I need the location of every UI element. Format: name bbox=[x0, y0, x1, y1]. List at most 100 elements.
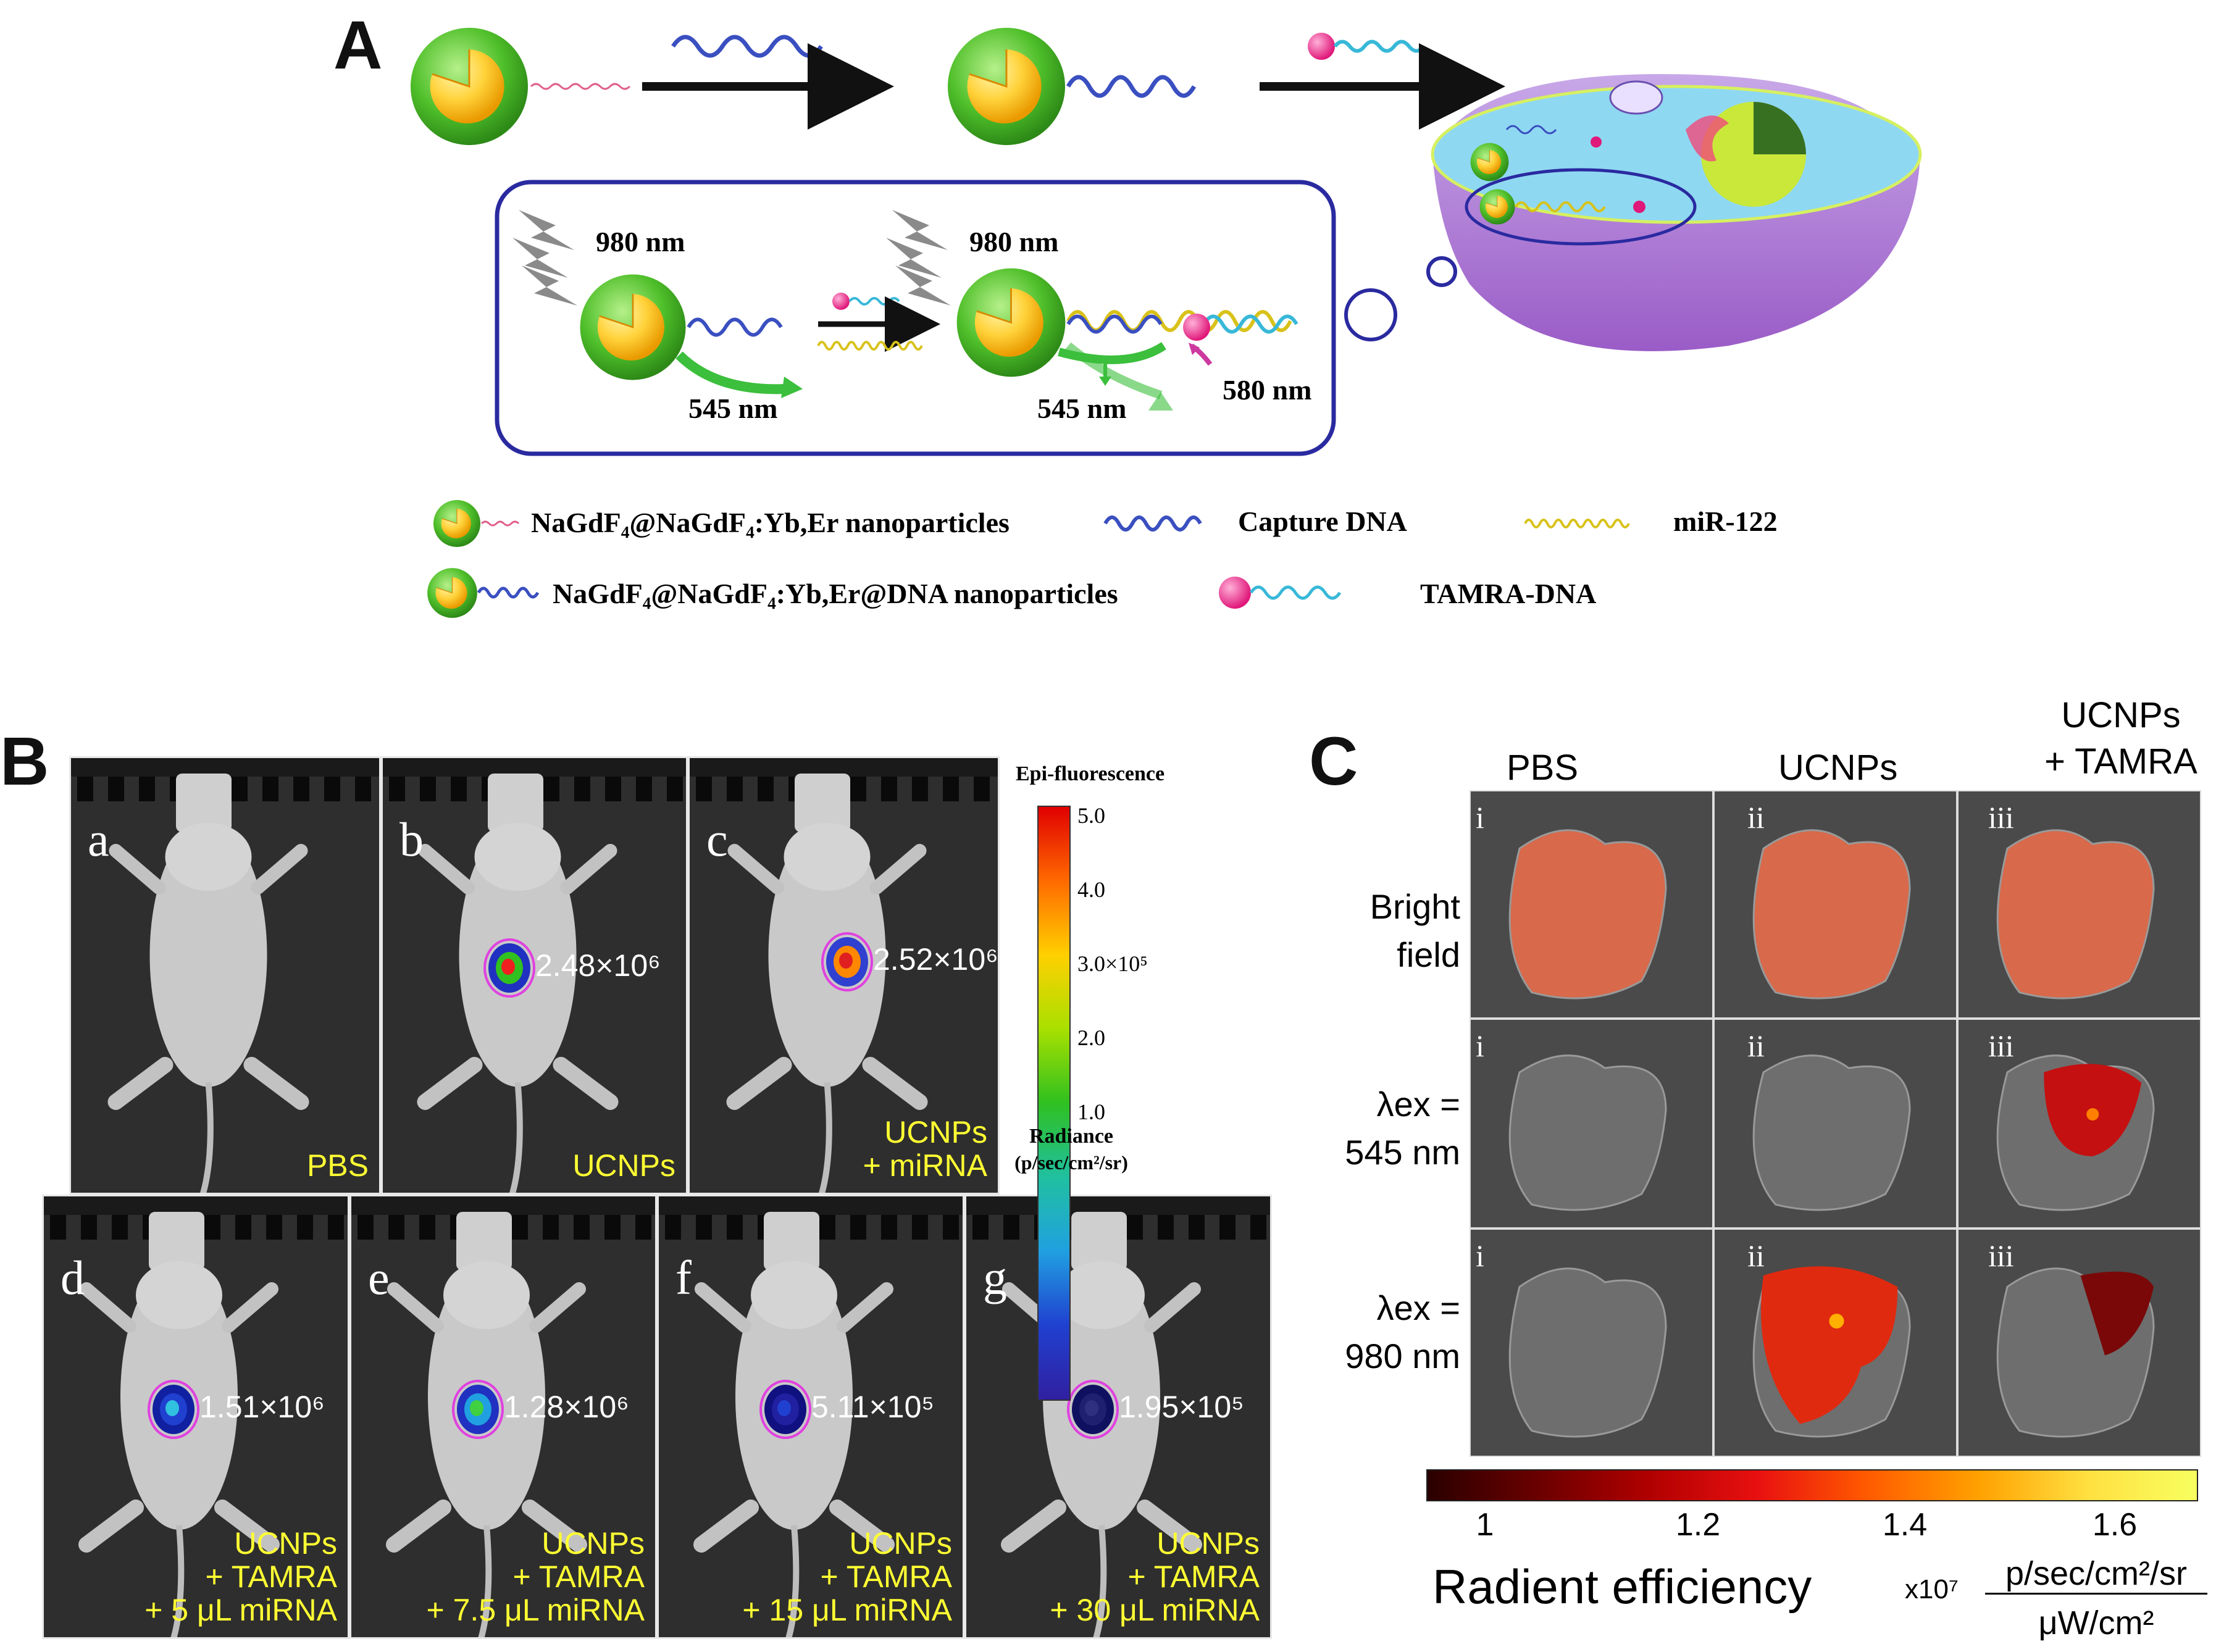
legend-tamra-dna: TAMRA-DNA bbox=[1420, 578, 1597, 609]
mouse-caption-b: UCNPs bbox=[429, 1149, 675, 1182]
b-colorbar-tick: 2.0 bbox=[1077, 1025, 1105, 1050]
c-row-label-2: λex =980 nm bbox=[1290, 1284, 1460, 1380]
mouse-body-b bbox=[383, 758, 686, 1193]
inset-em-label-1: 545 nm bbox=[688, 393, 778, 424]
mouse-caption-line: + TAMRA bbox=[820, 1559, 952, 1594]
mouse-caption-e: UCNPs+ TAMRA+ 7.5 μL miRNA bbox=[398, 1527, 645, 1627]
roi-value-e: 1.28×10⁶ bbox=[504, 1390, 629, 1424]
b-colorbar-unit-2: (p/sec/cm²/sr) bbox=[1014, 1151, 1128, 1174]
roi-value-f: 5.11×10⁵ bbox=[811, 1390, 935, 1424]
c-colorbar-tick: 1.2 bbox=[1675, 1507, 1721, 1543]
c-colorbar-tick: 1.4 bbox=[1882, 1507, 1928, 1543]
b-colorbar bbox=[1037, 806, 1071, 1401]
mouse-image-d bbox=[42, 1195, 349, 1639]
c-colorbar-multiplier: x10⁷ bbox=[1905, 1574, 1959, 1604]
mouse-caption-line: + 5 μL miRNA bbox=[144, 1593, 337, 1627]
mouse-label-e: e bbox=[368, 1251, 390, 1304]
organ-tile-r1-c0 bbox=[1470, 1019, 1713, 1229]
roi-value-c: 2.52×10⁶ bbox=[873, 942, 998, 977]
mouse-body-g bbox=[966, 1196, 1270, 1637]
mouse-caption-a: PBS bbox=[122, 1149, 369, 1182]
c-colorbar-tick: 1.6 bbox=[2092, 1507, 2138, 1543]
c-colorbar-label: Radient efficiency bbox=[1432, 1559, 1812, 1614]
organ-tile-index: i bbox=[1476, 800, 1484, 835]
organ-tile-index: i bbox=[1476, 1238, 1484, 1273]
mouse-caption-line: UCNPs bbox=[1156, 1526, 1260, 1561]
mouse-label-a: a bbox=[88, 812, 109, 866]
organ-tile-r1-c1 bbox=[1713, 1019, 1957, 1229]
organ-tile-index: iii bbox=[1988, 1238, 2014, 1273]
cell-illustration bbox=[1431, 74, 1922, 351]
mouse-caption-line: UCNPs bbox=[541, 1526, 645, 1561]
legend-capture-dna: Capture DNA bbox=[1238, 506, 1407, 537]
inset-em-label-2: 545 nm bbox=[1037, 393, 1127, 424]
inset-ex-label-1: 980 nm bbox=[596, 226, 685, 257]
mouse-caption-line: PBS bbox=[306, 1148, 369, 1183]
c-row-label-line: field bbox=[1397, 935, 1460, 974]
mouse-caption-line: UCNPs bbox=[234, 1526, 337, 1561]
organ-liver bbox=[1996, 1054, 2155, 1211]
organ-tile-index: ii bbox=[1747, 800, 1765, 835]
np-bare bbox=[409, 27, 631, 146]
mouse-label-b: b bbox=[399, 812, 424, 866]
mouse-label-c: c bbox=[706, 812, 728, 866]
mouse-image-c bbox=[688, 756, 1000, 1195]
b-colorbar-unit-1: Radiance bbox=[1029, 1125, 1113, 1148]
mouse-image-g bbox=[964, 1195, 1272, 1639]
panel-a-schematic bbox=[409, 27, 1922, 619]
c-row-label-line: 545 nm bbox=[1345, 1133, 1460, 1172]
mouse-caption-line: UCNPs bbox=[884, 1115, 987, 1149]
mouse-caption-line: + TAMRA bbox=[205, 1559, 337, 1594]
organ-tile-index: i bbox=[1476, 1028, 1484, 1063]
mouse-label-g: g bbox=[983, 1251, 1007, 1304]
panel-a-letter: A bbox=[333, 7, 383, 83]
mouse-caption-d: UCNPs+ TAMRA+ 5 μL miRNA bbox=[90, 1527, 337, 1627]
inset-box bbox=[495, 180, 1336, 456]
c-colorbar-unit-den: μW/cm² bbox=[2038, 1604, 2154, 1642]
organ-tile-r2-c2 bbox=[1957, 1229, 2201, 1457]
roi-value-g: 1.95×10⁵ bbox=[1119, 1390, 1244, 1424]
mouse-caption-line: UCNPs bbox=[572, 1148, 675, 1183]
mouse-caption-line: + 7.5 μL miRNA bbox=[426, 1593, 645, 1627]
c-row-label-1: λex =545 nm bbox=[1290, 1080, 1460, 1177]
legend-mirna: miR-122 bbox=[1673, 506, 1778, 537]
organ-tile-index: ii bbox=[1747, 1238, 1765, 1273]
organ-liver bbox=[1996, 1267, 2155, 1438]
inset-ex-label-2: 980 nm bbox=[969, 226, 1059, 257]
organ-liver bbox=[1752, 829, 1911, 999]
organ-liver bbox=[1508, 829, 1667, 999]
c-row-label-line: 980 nm bbox=[1345, 1337, 1460, 1375]
c-col-ucnps: UCNPs bbox=[1778, 748, 1898, 788]
organ-tile-r0-c1 bbox=[1713, 790, 1957, 1019]
mouse-image-e bbox=[349, 1195, 657, 1639]
mouse-label-f: f bbox=[675, 1251, 692, 1304]
panel-b-letter: B bbox=[0, 724, 49, 799]
mouse-caption-c: UCNPs+ miRNA bbox=[740, 1116, 987, 1182]
roi-value-b: 2.48×10⁶ bbox=[535, 948, 661, 983]
mouse-label-d: d bbox=[61, 1251, 85, 1304]
organ-liver bbox=[1996, 829, 2155, 999]
legend-np: NaGdF₄@NaGdF₄:Yb,Er nanoparticles bbox=[531, 507, 1010, 538]
c-row-label-line: Bright bbox=[1369, 887, 1460, 926]
b-colorbar-tick: 3.0×10⁵ bbox=[1077, 951, 1148, 976]
c-row-label-0: Bright field bbox=[1290, 883, 1460, 979]
c-colorbar-tick: 1 bbox=[1476, 1507, 1494, 1543]
roi-value-d: 1.51×10⁶ bbox=[199, 1390, 325, 1424]
b-colorbar-tick: 5.0 bbox=[1077, 803, 1105, 828]
mouse-image-b bbox=[381, 756, 688, 1195]
organ-liver bbox=[1752, 1054, 1911, 1211]
organ-tile-r1-c2 bbox=[1957, 1019, 2201, 1229]
b-colorbar-tick: 4.0 bbox=[1077, 877, 1105, 902]
mouse-body-e bbox=[351, 1196, 655, 1637]
mouse-caption-line: UCNPs bbox=[849, 1526, 952, 1561]
organ-tile-index: ii bbox=[1747, 1028, 1765, 1063]
c-colorbar-unit-num: p/sec/cm²/sr bbox=[1985, 1554, 2207, 1595]
mouse-body-d bbox=[44, 1196, 348, 1637]
c-colorbar bbox=[1426, 1469, 2198, 1501]
b-colorbar-title: Epi-fluorescence bbox=[1016, 762, 1165, 785]
b-colorbar-tick: 1.0 bbox=[1077, 1099, 1105, 1124]
mouse-image-f bbox=[657, 1195, 964, 1639]
mouse-caption-line: + TAMRA bbox=[512, 1559, 645, 1594]
organ-tile-r0-c2 bbox=[1957, 790, 2201, 1019]
mouse-caption-g: UCNPs+ TAMRA+ 30 μL miRNA bbox=[1013, 1527, 1260, 1627]
